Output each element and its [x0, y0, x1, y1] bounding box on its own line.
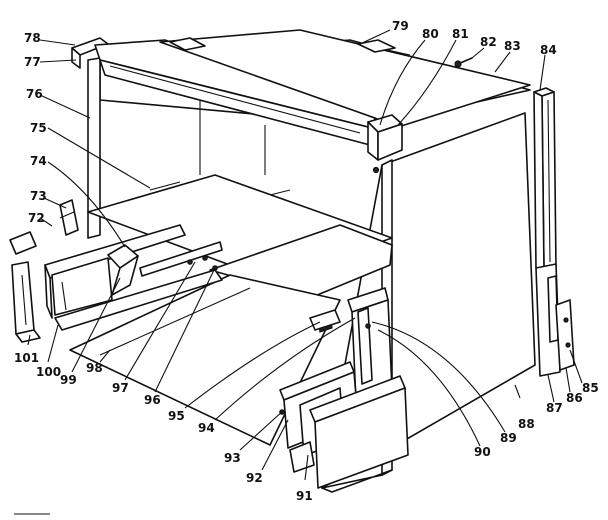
callout-95: 95 — [168, 409, 185, 423]
floor-panel — [69, 274, 341, 446]
callout-74: 74 — [30, 154, 47, 168]
callout-78: 78 — [24, 31, 41, 45]
slide-block — [107, 244, 139, 296]
callout-83: 83 — [504, 39, 521, 53]
left-upright — [71, 37, 109, 239]
callout-79: 79 — [392, 19, 409, 33]
clip — [9, 231, 37, 255]
callout-100: 100 — [36, 365, 61, 379]
callout-89: 89 — [500, 431, 517, 445]
callout-72: 72 — [28, 211, 45, 225]
callout-94: 94 — [198, 421, 215, 435]
corner-block — [367, 114, 403, 174]
callout-77: 77 — [24, 55, 41, 69]
leader-lines — [27, 29, 583, 481]
callout-97: 97 — [112, 381, 129, 395]
callout-73: 73 — [30, 189, 47, 203]
callout-88: 88 — [518, 417, 535, 431]
callout-96: 96 — [144, 393, 161, 407]
right-runner — [279, 287, 409, 489]
left-bracket — [11, 261, 41, 343]
screw — [454, 57, 473, 68]
callout-91: 91 — [296, 489, 313, 503]
callout-98: 98 — [86, 361, 103, 375]
callout-81: 81 — [452, 27, 469, 41]
callout-93: 93 — [224, 451, 241, 465]
callout-75: 75 — [30, 121, 47, 135]
callout-85: 85 — [582, 381, 599, 395]
callout-101: 101 — [14, 351, 39, 365]
hinge-plate — [555, 299, 575, 371]
callout-86: 86 — [566, 391, 583, 405]
callout-90: 90 — [474, 445, 491, 459]
callout-87: 87 — [546, 401, 563, 415]
rear-bracket-top — [169, 37, 396, 53]
loose-block — [309, 309, 341, 331]
callout-99: 99 — [60, 373, 77, 387]
callout-82: 82 — [480, 35, 497, 49]
callout-80: 80 — [422, 27, 439, 41]
callout-92: 92 — [246, 471, 263, 485]
callout-84: 84 — [540, 43, 557, 57]
bracket-small — [59, 199, 79, 236]
callout-76: 76 — [26, 87, 43, 101]
right-upright — [533, 87, 561, 377]
callout-labels: 78 77 76 75 74 73 72 79 80 81 82 83 84 8… — [14, 19, 599, 503]
top-rail — [94, 39, 376, 146]
